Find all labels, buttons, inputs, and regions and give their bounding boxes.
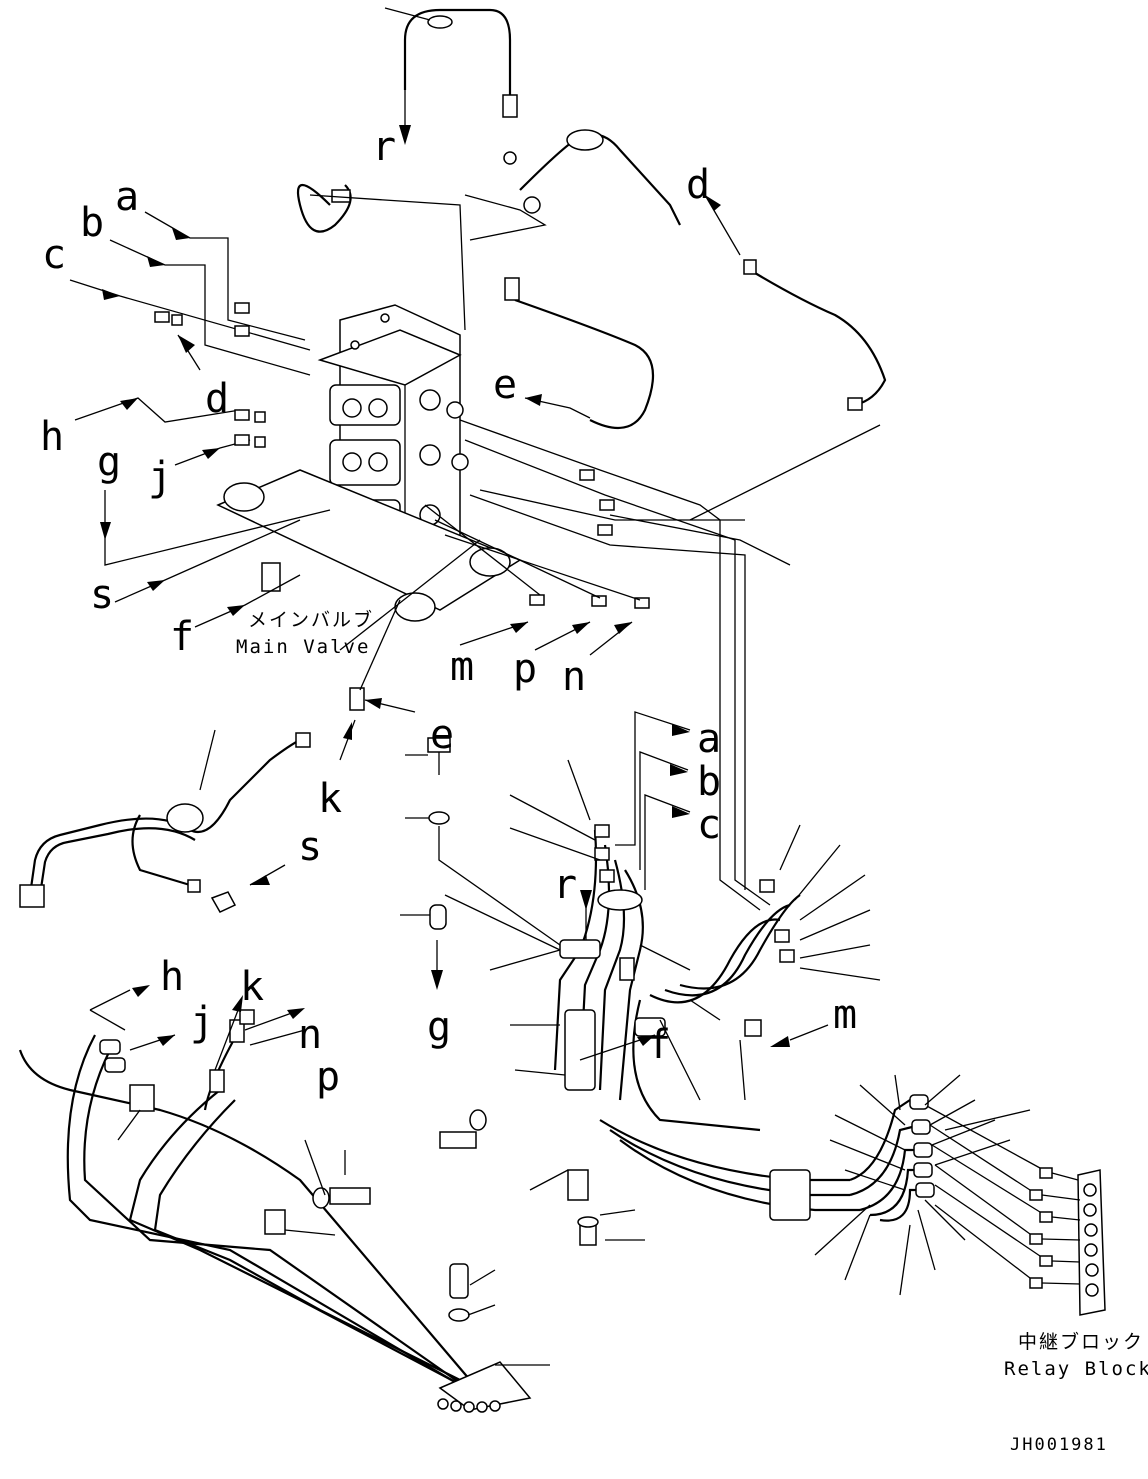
label-c-top: c: [42, 232, 66, 278]
left-hose-assembly: [19, 729, 311, 913]
label-k-mid: k: [318, 776, 342, 822]
main-valve: [216, 304, 522, 622]
label-n-mid: n: [562, 654, 586, 700]
leader-lines-right: [489, 711, 881, 1241]
caption-main-valve-en: Main Valve: [236, 636, 370, 658]
callout-labels: a b c d d r e h g j s f m p n e k s a b …: [40, 124, 857, 1100]
label-e-low: e: [430, 712, 454, 758]
caption-main-valve-jp: メインバルブ: [248, 608, 374, 631]
label-h-low: h: [160, 954, 184, 1000]
label-j-low: j: [190, 999, 214, 1045]
label-c-right: c: [697, 802, 721, 848]
label-d-left: d: [205, 376, 229, 422]
label-s-mid: s: [298, 824, 322, 870]
label-j-left: j: [148, 454, 172, 500]
label-d-right: d: [686, 162, 710, 208]
caption-relay-block-en: Relay Block: [1004, 1358, 1148, 1380]
piping-to-relay: [339, 419, 881, 911]
label-p-low: p: [316, 1054, 340, 1100]
label-g-left: g: [97, 439, 121, 485]
center-hose-bundle: [439, 824, 860, 1246]
label-m-mid: m: [450, 644, 474, 690]
label-r-top: r: [372, 124, 396, 170]
label-k-low: k: [240, 964, 264, 1010]
caption-relay-block-jp: 中継ブロック: [1018, 1330, 1144, 1353]
relay-block: [814, 1074, 1106, 1316]
label-f-right: f: [647, 1022, 671, 1068]
top-pipes: [296, 7, 887, 430]
label-g-center: g: [427, 1004, 451, 1050]
label-m-right: m: [833, 992, 857, 1038]
label-b-top: b: [80, 200, 104, 246]
label-p-mid: p: [513, 646, 537, 692]
label-a-top: a: [115, 174, 139, 220]
valve-fittings: [154, 302, 650, 711]
label-s-left: s: [90, 572, 114, 618]
label-h-left: h: [40, 414, 64, 460]
lower-left-hose-assembly: [18, 985, 550, 1413]
label-a-right: a: [697, 716, 721, 762]
captions: メインバルブ Main Valve 中継ブロック Relay Block JH0…: [236, 608, 1148, 1455]
label-e-mid: e: [493, 362, 517, 408]
leader-lines-left: [69, 90, 741, 628]
label-f-left: f: [170, 614, 194, 660]
label-b-right: b: [697, 759, 721, 805]
label-r-right: r: [553, 862, 577, 908]
drawing-code: JH001981: [1010, 1435, 1108, 1455]
label-n-low: n: [298, 1012, 322, 1058]
center-hardware: [400, 737, 561, 990]
